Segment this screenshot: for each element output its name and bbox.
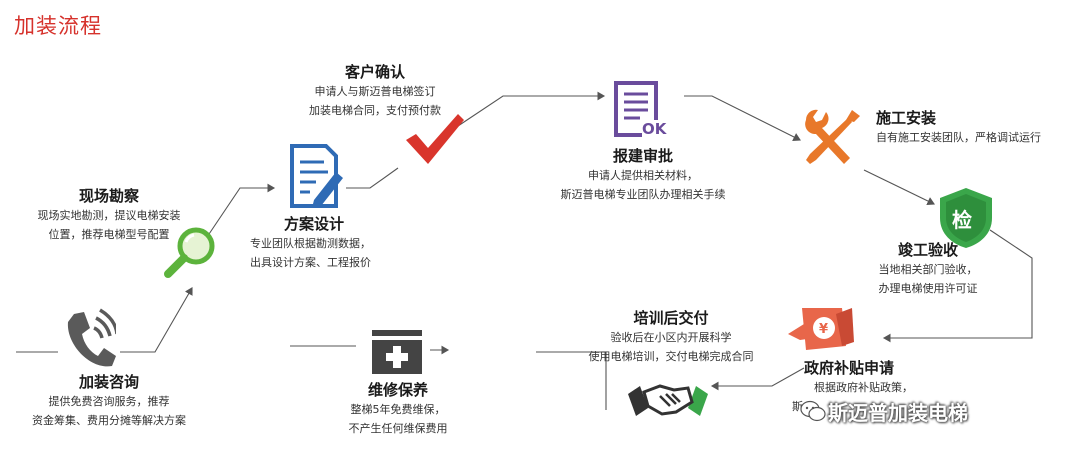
wechat-icon bbox=[800, 400, 826, 422]
step-desc-line: 验收后在小区内开展科学 bbox=[610, 331, 732, 344]
phone-icon bbox=[67, 308, 116, 367]
step-desc-line: 斯 bbox=[792, 400, 803, 413]
step-title: 维修保养 bbox=[367, 381, 428, 399]
step-desc-line: 现场实地勘测，提议电梯安装 bbox=[37, 209, 181, 222]
step-desc-line: 根据政府补贴政策， bbox=[814, 381, 913, 394]
step-desc-line: 当地相关部门验收， bbox=[878, 263, 978, 276]
step-delivery: 培训后交付 验收后在小区内开展科学 使用电梯培训，交付电梯完成合同 bbox=[566, 308, 776, 366]
step-desc-line: 使用电梯培训，交付电梯完成合同 bbox=[588, 350, 754, 363]
step-confirm: 客户确认 申请人与斯迈普电梯签订 加装电梯合同，支付预付款 bbox=[290, 62, 460, 120]
step-desc-line: 不产生任何维保费用 bbox=[348, 422, 448, 435]
step-title: 方案设计 bbox=[284, 215, 345, 233]
step-title: 报建审批 bbox=[612, 147, 673, 165]
step-desc-line: 斯迈普电梯专业团队办理相关手续 bbox=[560, 188, 726, 201]
handshake-icon bbox=[628, 384, 708, 416]
step-approval: 报建审批 申请人提供相关材料， 斯迈普电梯专业团队办理相关手续 bbox=[548, 146, 738, 204]
step-desc-line: 提供免费咨询服务，推荐 bbox=[48, 395, 170, 408]
step-subsidy: 政府补贴申请 根据政府补贴政策， 斯 bbox=[788, 358, 938, 416]
step-title: 客户确认 bbox=[344, 63, 405, 81]
magnifier-icon bbox=[164, 227, 215, 278]
page-title: 加装流程 bbox=[14, 14, 102, 38]
inspection-badge-icon bbox=[940, 188, 992, 248]
step-install: 施工安装 自有施工安装团队，严格调试运行 bbox=[876, 108, 1076, 147]
step-title: 政府补贴申请 bbox=[804, 359, 895, 377]
step-survey: 现场勘察 现场实地勘测，提议电梯安装 位置，推荐电梯型号配置 bbox=[16, 186, 202, 244]
step-desc-line: 申请人与斯迈普电梯签订 bbox=[314, 85, 436, 98]
document-pen-icon bbox=[290, 144, 343, 208]
step-maintenance: 维修保养 整梯5年免费维保， 不产生任何维保费用 bbox=[330, 380, 466, 438]
step-desc-line: 申请人提供相关材料， bbox=[588, 169, 698, 182]
step-title: 培训后交付 bbox=[633, 309, 709, 327]
step-title: 施工安装 bbox=[876, 109, 937, 127]
approval-document-icon bbox=[614, 81, 666, 138]
step-title: 竣工验收 bbox=[897, 241, 958, 259]
tools-icon bbox=[805, 109, 860, 164]
inspection-badge-label: 检 bbox=[952, 208, 972, 232]
step-desc-line: 专业团队根据勘测数据， bbox=[250, 237, 371, 250]
step-title: 现场勘察 bbox=[78, 187, 139, 205]
step-consult: 加装咨询 提供免费咨询服务，推荐 资金筹集、费用分摊等解决方案 bbox=[14, 372, 204, 430]
step-desc-line: 资金筹集、费用分摊等解决方案 bbox=[32, 414, 186, 427]
step-desc-line: 出具设计方案、工程报价 bbox=[250, 256, 371, 269]
checkmark-icon bbox=[406, 114, 464, 164]
step-desc-line: 自有施工安装团队，严格调试运行 bbox=[876, 131, 1041, 144]
step-desc-line: 位置，推荐电梯型号配置 bbox=[48, 228, 170, 241]
step-desc-line: 办理电梯使用许可证 bbox=[878, 282, 978, 295]
step-acceptance: 竣工验收 当地相关部门验收， 办理电梯使用许可证 bbox=[858, 240, 998, 298]
toolbox-icon bbox=[372, 330, 422, 374]
watermark-text: 斯迈普加装电梯 bbox=[828, 401, 968, 425]
step-desc-line: 整梯5年免费维保， bbox=[350, 403, 446, 416]
svg-text:¥: ¥ bbox=[819, 322, 828, 337]
step-title: 加装咨询 bbox=[78, 373, 139, 391]
approval-ok-label: OK bbox=[642, 120, 667, 138]
step-design: 方案设计 专业团队根据勘测数据， 出具设计方案、工程报价 bbox=[250, 214, 430, 272]
step-desc-line: 加装电梯合同，支付预付款 bbox=[309, 104, 441, 117]
subsidy-money-icon: ¥ bbox=[788, 308, 854, 350]
